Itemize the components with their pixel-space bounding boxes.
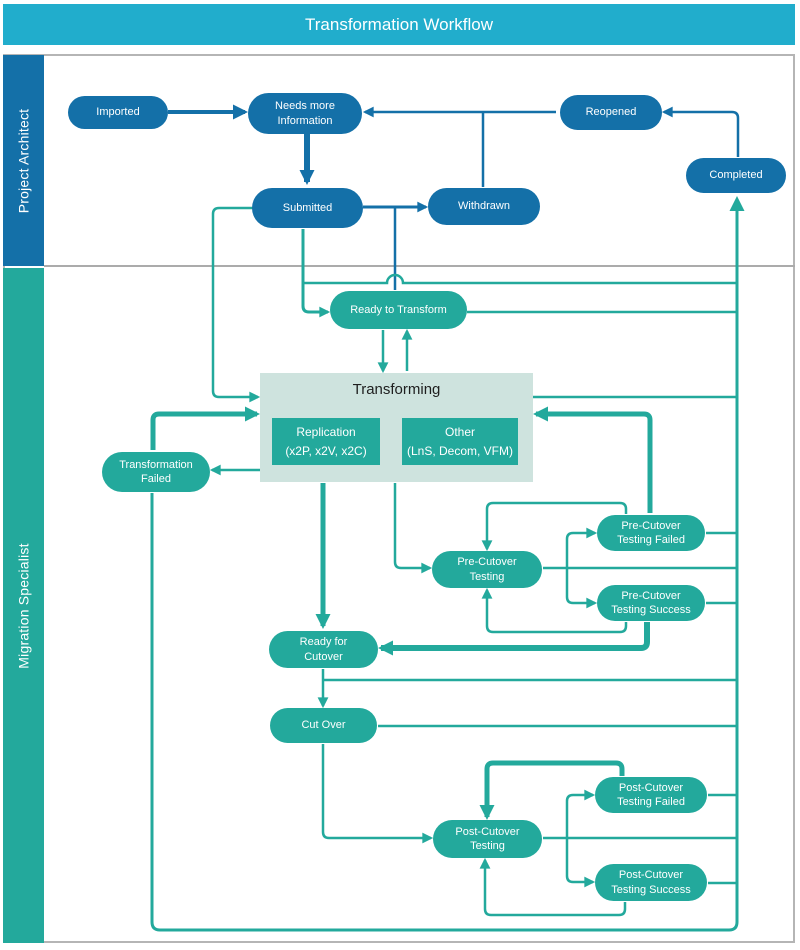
node-cut-over: Cut Over [270,708,377,743]
node-needs-more-information: Needs more Information [248,93,362,134]
node-ready-to-transform: Ready to Transform [330,291,467,329]
node-transformation-failed: Transformation Failed [102,452,210,492]
node-transforming-group: Transforming Replication (x2P, x2V, x2C)… [260,373,533,482]
lane-divider [44,265,795,267]
node-completed: Completed [686,158,786,193]
transforming-title: Transforming [352,381,441,398]
node-post-cutover-testing-success: Post-Cutover Testing Success [595,864,707,901]
node-reopened: Reopened [560,95,662,130]
lane-project-architect: Project Architect [3,55,44,266]
node-submitted: Submitted [252,188,363,228]
node-post-cutover-testing: Post-Cutover Testing [433,820,542,858]
node-other: Other (LnS, Decom, VFM) [402,418,518,465]
node-replication: Replication (x2P, x2V, x2C) [272,418,380,465]
node-post-cutover-testing-failed: Post-Cutover Testing Failed [595,777,707,813]
page-title: Transformation Workflow [305,14,493,34]
node-withdrawn: Withdrawn [428,188,540,225]
lane-label-migration-specialist: Migration Specialist [15,542,32,669]
lane-migration-specialist: Migration Specialist [3,268,44,943]
node-imported: Imported [68,96,168,129]
node-pre-cutover-testing-success: Pre-Cutover Testing Success [597,585,705,621]
header-bar: Transformation Workflow [3,4,795,45]
node-pre-cutover-testing: Pre-Cutover Testing [432,551,542,588]
node-pre-cutover-testing-failed: Pre-Cutover Testing Failed [597,515,705,551]
lane-label-project-architect: Project Architect [15,108,32,213]
node-ready-for-cutover: Ready for Cutover [269,631,378,668]
